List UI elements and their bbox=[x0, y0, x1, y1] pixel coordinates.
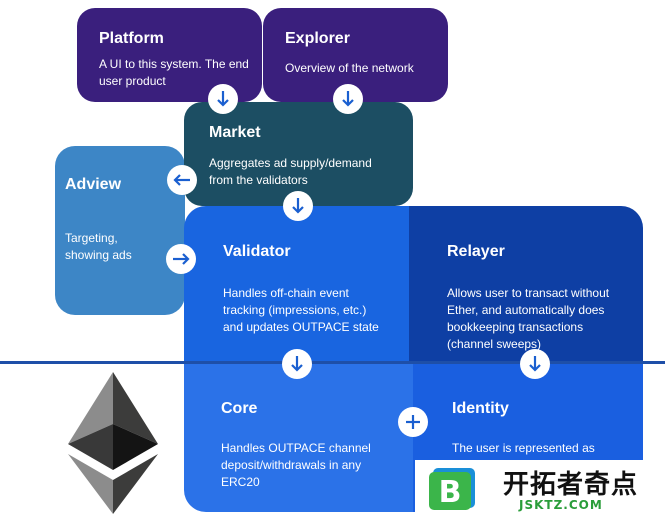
identity-description: The user is represented as bbox=[452, 441, 595, 455]
relayer-node: Relayer Allows user to transact without … bbox=[409, 206, 643, 364]
platform-description: A UI to this system. The end user produc… bbox=[99, 57, 249, 88]
adview-description: Targeting, showing ads bbox=[65, 231, 132, 262]
market-node: Market Aggregates ad supply/demand from … bbox=[184, 102, 413, 206]
watermark-badge: B 开拓者奇点 JSKTZ.COM bbox=[415, 460, 665, 520]
core-description: Handles OUTPACE channel deposit/withdraw… bbox=[221, 441, 371, 489]
brand-name: 开拓者奇点 bbox=[503, 470, 639, 500]
arrow-down-icon bbox=[282, 349, 312, 379]
ethereum-logo-icon bbox=[68, 372, 158, 514]
brand-logo-letter: B bbox=[439, 475, 462, 510]
validator-title: Validator bbox=[223, 243, 291, 260]
adview-title: Adview bbox=[65, 176, 122, 193]
relayer-description: Allows user to transact without Ether, a… bbox=[447, 286, 610, 351]
validator-description: Handles off-chain event tracking (impres… bbox=[223, 286, 379, 334]
brand-url: JSKTZ.COM bbox=[519, 498, 603, 512]
relayer-title: Relayer bbox=[447, 243, 505, 260]
chain-divider-line bbox=[0, 361, 665, 364]
arrow-down-icon bbox=[520, 349, 550, 379]
adview-node: Adview Targeting, showing ads bbox=[55, 146, 185, 315]
core-node: Core Handles OUTPACE channel deposit/wit… bbox=[184, 364, 413, 512]
arrow-right-icon bbox=[166, 244, 196, 274]
identity-title: Identity bbox=[452, 400, 509, 417]
arrow-down-icon bbox=[208, 84, 238, 114]
core-title: Core bbox=[221, 400, 258, 417]
brand-logo-icon: B bbox=[427, 466, 479, 512]
arrow-down-icon bbox=[283, 191, 313, 221]
validator-node: Validator Handles off-chain event tracki… bbox=[184, 206, 413, 364]
arrow-down-icon bbox=[333, 84, 363, 114]
platform-node: Platform A UI to this system. The end us… bbox=[77, 8, 262, 102]
market-description: Aggregates ad supply/demand from the val… bbox=[209, 156, 372, 187]
plus-icon bbox=[398, 407, 428, 437]
platform-title: Platform bbox=[99, 30, 164, 47]
explorer-title: Explorer bbox=[285, 30, 350, 47]
explorer-description: Overview of the network bbox=[285, 61, 414, 75]
arrow-left-icon bbox=[167, 165, 197, 195]
market-title: Market bbox=[209, 124, 261, 141]
